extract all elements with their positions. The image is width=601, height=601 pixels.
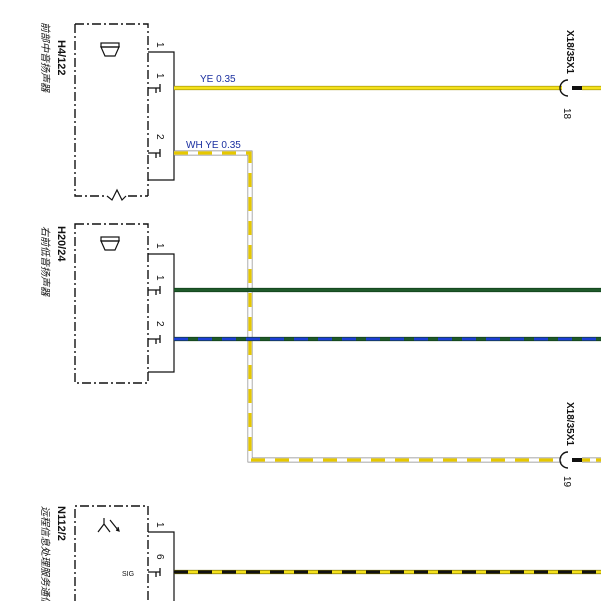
pin-number: 2 <box>154 321 165 327</box>
component-description: 右前低音扬声器 <box>39 226 51 297</box>
component-n112-2: N112/2 远程信息处理服务通信 1 6 SIG <box>39 505 175 601</box>
connector-socket <box>559 79 569 97</box>
bracket-pin-number: 1 <box>154 522 165 528</box>
bracket-pin-number: 1 <box>154 42 165 48</box>
pin-bracket <box>148 51 175 181</box>
pin-number: 1 <box>154 73 165 79</box>
connector-pin-number: 18 <box>561 108 572 120</box>
signal-label: SIG <box>122 571 134 578</box>
wire-label: WH YE 0.35 <box>186 140 241 151</box>
component-id: H20/24 <box>55 226 67 262</box>
connector-id: X18/35X1 <box>564 30 575 74</box>
pin-terminal <box>148 149 161 158</box>
pin-terminal <box>148 84 161 93</box>
connector-x18-35x1-pin19: X18/35X1 19 <box>559 402 601 488</box>
component-description: 远程信息处理服务通信 <box>39 506 51 601</box>
component-boundary <box>74 505 149 601</box>
pin-number: 2 <box>154 134 165 140</box>
wire-ye-h4-pin1: YE 0.35 <box>174 74 562 91</box>
connector-pin <box>572 458 582 462</box>
speaker-icon <box>100 42 120 57</box>
wire-label: YE 0.35 <box>200 74 236 85</box>
component-boundary <box>74 223 149 384</box>
pin-terminal <box>148 286 161 295</box>
component-h20-24: H20/24 右前低音扬声器 1 1 2 <box>39 223 175 384</box>
component-boundary <box>74 23 149 197</box>
component-description: 前部中音扬声器 <box>39 22 51 93</box>
pin-terminal <box>148 335 161 344</box>
pin-number: 1 <box>154 275 165 281</box>
antenna-icon <box>97 518 120 533</box>
pin-bracket <box>148 531 175 601</box>
connector-pin-number: 19 <box>561 476 572 488</box>
pin-terminal <box>148 568 161 577</box>
connector-pin <box>572 86 582 90</box>
wire-wh-ye-h4-pin2: WH YE 0.35 <box>174 140 562 463</box>
component-id: H4/122 <box>55 40 67 75</box>
pin-number: 6 <box>154 554 165 560</box>
break-symbol <box>106 188 127 202</box>
connector-socket <box>559 451 569 469</box>
component-h4-122: H4/122 前部中音扬声器 1 1 2 <box>39 22 175 202</box>
speaker-icon <box>100 236 120 251</box>
bracket-pin-number: 1 <box>154 243 165 249</box>
component-id: N112/2 <box>55 506 67 541</box>
connector-id: X18/35X1 <box>564 402 575 446</box>
connector-x18-35x1-pin18: X18/35X1 18 <box>559 30 601 120</box>
pin-bracket <box>148 253 175 373</box>
